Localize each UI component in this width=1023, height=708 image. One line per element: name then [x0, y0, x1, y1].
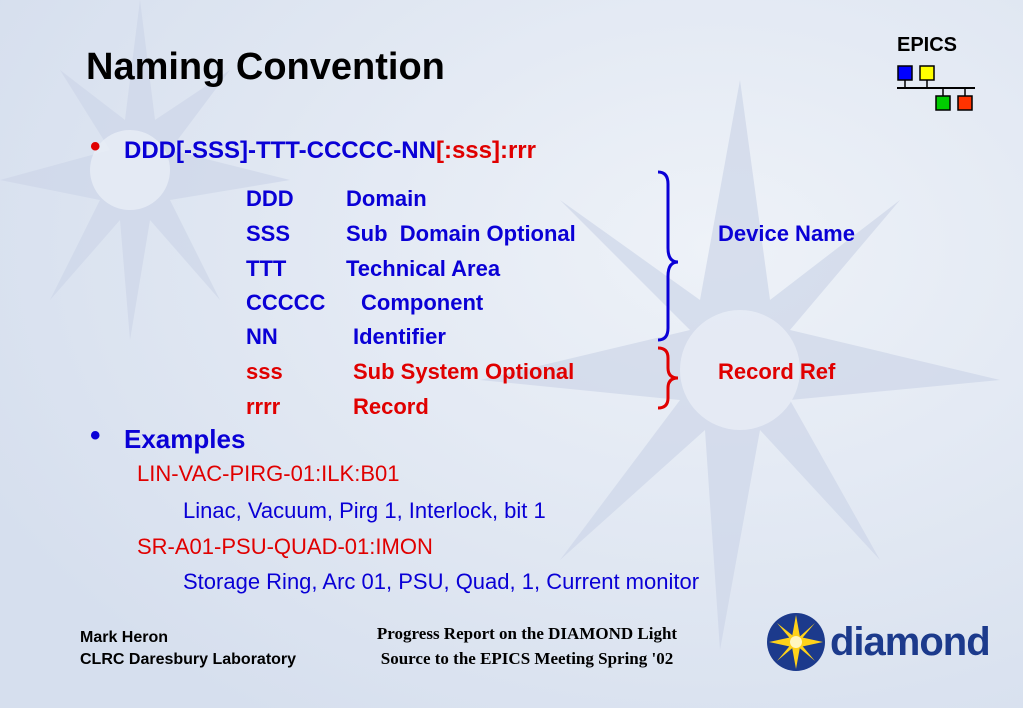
- device-name-label: Device Name: [718, 221, 855, 246]
- field-desc-nn: Identifier: [353, 324, 446, 349]
- field-desc-sss: Sub Domain Optional: [346, 221, 576, 246]
- bullet-dot-icon: •: [90, 419, 101, 452]
- field-desc-ccccc: Component: [361, 290, 484, 315]
- naming-format: DDD[-SSS]-TTT-CCCCC-NN[:sss]:rrr: [124, 137, 536, 165]
- field-code-ttt: TTT: [246, 256, 287, 281]
- field-desc-ddd: Domain: [346, 186, 427, 211]
- field-code-ccccc: CCCCC: [246, 290, 326, 315]
- slide-title: Naming Convention: [86, 46, 445, 88]
- field-code-sss: SSS: [246, 221, 291, 246]
- field-desc-rrrr: Record: [353, 394, 429, 419]
- field-code-rrrr: rrrr: [246, 394, 281, 419]
- example-desc-1: Linac, Vacuum, Pirg 1, Interlock, bit 1: [183, 498, 546, 523]
- record-ref-brace-icon: [657, 346, 679, 410]
- field-code-sss-lower: sss: [246, 359, 283, 384]
- brace-icons: [657, 170, 679, 410]
- diamond-starburst-icon: [767, 613, 825, 671]
- epics-logo-label: EPICS: [897, 34, 958, 56]
- field-code-ddd: DDD: [246, 186, 294, 211]
- examples-heading: Examples: [124, 424, 246, 454]
- footer-author: Mark Heron: [80, 629, 169, 646]
- footer-organization: CLRC Daresbury Laboratory: [80, 651, 297, 668]
- bullet-dot-icon: •: [90, 130, 101, 163]
- format-record-part: [:sss]:rrr: [435, 137, 536, 164]
- diamond-logo-text: diamond: [830, 620, 991, 664]
- field-code-nn: NN: [246, 324, 278, 349]
- example-code-1: LIN-VAC-PIRG-01:ILK:B01: [137, 461, 400, 486]
- footer-report-line1: Progress Report on the DIAMOND Light: [376, 624, 678, 643]
- field-desc-ttt: Technical Area: [346, 256, 501, 281]
- example-desc-2: Storage Ring, Arc 01, PSU, Quad, 1, Curr…: [183, 569, 700, 594]
- epics-network-icon: [897, 65, 975, 111]
- field-desc-sss-lower: Sub System Optional: [353, 359, 575, 384]
- format-device-part: DDD[-SSS]-TTT-CCCCC-NN: [124, 137, 436, 164]
- footer-report-line2: Source to the EPICS Meeting Spring '02: [380, 649, 674, 668]
- example-code-2: SR-A01-PSU-QUAD-01:IMON: [137, 534, 433, 559]
- record-ref-label: Record Ref: [718, 359, 836, 384]
- device-name-brace-icon: [657, 170, 679, 342]
